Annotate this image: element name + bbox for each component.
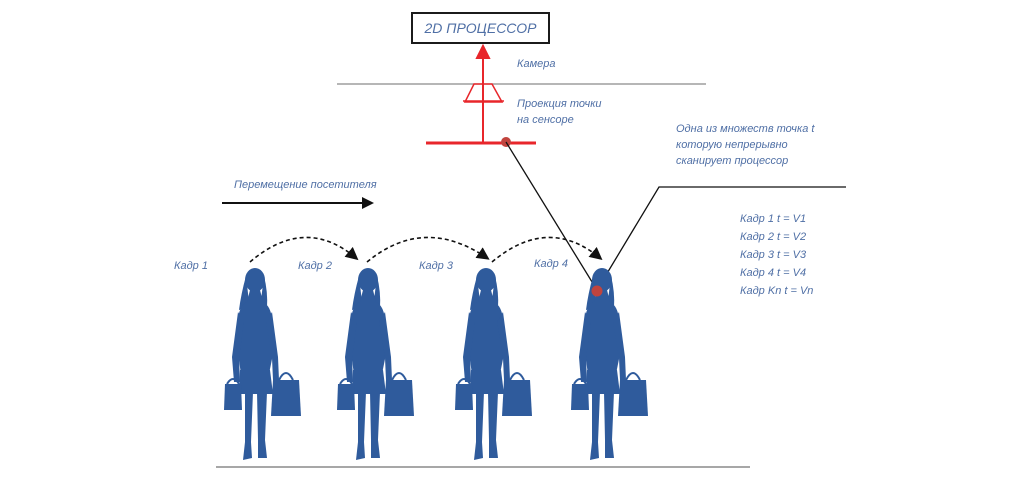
frame-value-n: Кадр Kn t = Vn [740,285,814,297]
scan-note: Одна из множеств точка t которую непреры… [676,122,814,170]
scan-note-line-2: которую непрерывно [676,138,788,151]
projection-label: Проекция точки на сенсоре [517,97,602,129]
frame-value-1: Кадр 1 t = V1 [740,213,807,225]
movement-arrow [222,197,374,209]
person-frame-3 [454,267,533,461]
frame-value-3: Кадр 3 t = V3 [740,249,807,261]
projection-ray [505,141,598,291]
camera-label: Камера [517,58,556,70]
frame-arc-3 [491,236,603,263]
projection-label-line-1: Проекция точки [517,98,602,110]
person-frame-2 [336,267,415,461]
frame-value-4: Кадр 4 t = V4 [740,267,807,279]
processor-label: 2D ПРОЦЕССОР [424,20,537,36]
person-frame-1 [223,267,302,461]
projection-label-line-2: на сенсоре [517,113,574,126]
scan-note-line-1: Одна из множеств точка t [676,123,815,135]
frame-value-2: Кадр 2 t = V2 [740,231,807,243]
scan-note-line-3: сканирует процессор [676,154,789,167]
frame-label-1: Кадр 1 [174,260,208,272]
frame-label-2: Кадр 2 [298,260,332,272]
frame-label-4: Кадр 4 [534,258,568,270]
processor-box: 2D ПРОЦЕССОР [411,12,550,44]
camera-icon [463,43,504,143]
frame-arc-2 [366,236,490,263]
callout-line [602,186,846,281]
frame-arc-1 [249,236,359,263]
person-frame-4 [570,267,649,461]
movement-label: Перемещение посетителя [234,179,377,191]
frame-values-list: Кадр 1 t = V1 Кадр 2 t = V2 Кадр 3 t = V… [740,210,813,300]
tracked-point [591,285,603,297]
frame-label-3: Кадр 3 [419,260,453,272]
